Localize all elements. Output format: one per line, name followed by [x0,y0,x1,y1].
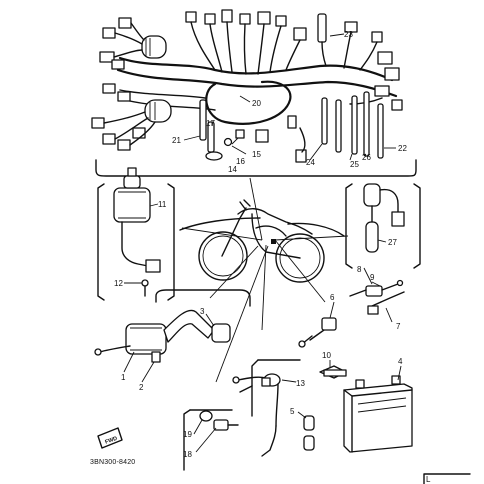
callout-2: 2 [139,383,144,392]
callout-7: 7 [396,322,401,331]
callout-13: 13 [296,379,305,388]
sensor-assembly [183,409,239,471]
callout-22: 22 [398,144,407,153]
callout-9: 9 [370,273,375,282]
callout-5: 5 [290,407,295,416]
callout-27: 27 [388,238,397,247]
callout-10: 10 [322,351,331,360]
callout-1: 1 [121,373,126,382]
harness-group-bracket [95,159,417,177]
callout-23: 23 [344,30,353,39]
callout-17: 17 [206,119,215,128]
fuse-holder-assembly [345,183,421,269]
callout-6: 6 [330,293,335,302]
page-corner-mark [423,473,471,484]
callout-19: 19 [183,430,192,439]
callout-18: 18 [183,450,192,459]
fwd-label: FWD [104,436,118,446]
callout-12: 12 [114,279,123,288]
wire-harness-assembly [91,9,403,163]
callout-15: 15 [252,150,261,159]
diagram-code: 3BN300-8420 [90,459,135,466]
connector-leads-assembly [298,279,405,348]
callout-24: 24 [306,158,315,167]
page-corner-label: L [426,475,431,484]
callout-20: 20 [252,99,261,108]
callout-26: 26 [362,153,371,162]
battery-assembly [303,365,413,453]
motorcycle-silhouette [179,199,345,283]
main-switch-assembly [97,167,175,301]
ignition-coil-assembly [94,289,251,363]
callout-3: 3 [200,307,205,316]
neutral-switch-assembly [232,359,301,457]
callout-25: 25 [350,160,359,169]
fwd-direction-badge: FWD [97,427,123,449]
callout-11: 11 [158,200,167,209]
callout-16: 16 [236,157,245,166]
callout-14: 14 [228,165,237,174]
callout-21: 21 [172,136,181,145]
callout-8: 8 [357,265,362,274]
callout-leaders [123,33,402,453]
callout-4: 4 [398,357,403,366]
callout-labels: 23 20 22 21 17 15 16 14 24 25 26 11 12 2… [114,30,407,459]
